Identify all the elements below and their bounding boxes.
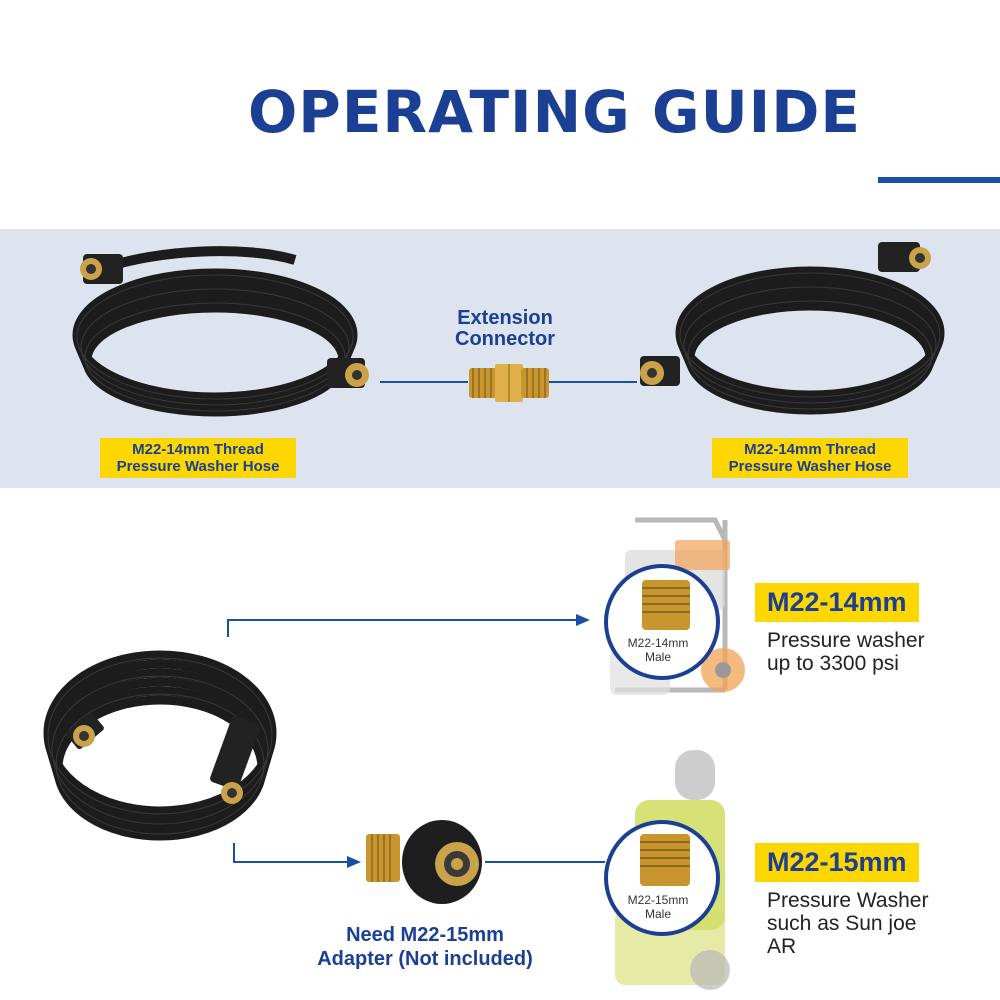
- left-connector-line: [380, 381, 468, 383]
- title-underline: [878, 177, 1000, 183]
- adapter-to-washer-line: [485, 861, 605, 863]
- page-title: OPERATING GUIDE: [248, 78, 862, 146]
- washer-2-inlet-zoom-circle: [602, 818, 722, 938]
- washer-1-spec-desc: Pressure washer up to 3300 psi: [767, 629, 925, 675]
- washer-2-spec-desc: Pressure Washer such as Sun joe AR: [767, 889, 929, 958]
- washer-2-circle-label: M22-15mm Male: [627, 893, 689, 921]
- adapter-note: Need M22-15mm Adapter (Not included): [317, 924, 533, 970]
- right-hose-image: [630, 238, 950, 428]
- bottom-hose-image: [40, 638, 290, 853]
- brass-connector-icon: [467, 362, 551, 404]
- washer-1-circle-label: M22-14mm Male: [627, 636, 689, 664]
- adapter-image: [362, 812, 487, 912]
- washer-1-inlet-zoom-circle: [602, 562, 722, 682]
- washer-2-spec-title: M22-15mm: [755, 843, 919, 882]
- lower-arrow-vertical: [233, 843, 235, 862]
- upper-arrowhead-icon: [576, 614, 590, 626]
- left-hose-label: M22-14mm Thread Pressure Washer Hose: [100, 438, 296, 478]
- upper-arrow-vertical: [227, 619, 229, 637]
- right-hose-label: M22-14mm Thread Pressure Washer Hose: [712, 438, 908, 478]
- lower-arrow-line: [233, 861, 351, 863]
- right-connector-line: [549, 381, 637, 383]
- lower-arrowhead-icon: [347, 856, 361, 868]
- washer-1-spec-title: M22-14mm: [755, 583, 919, 622]
- left-hose-image: [65, 240, 385, 430]
- extension-connector-label: Extension Connector: [455, 307, 555, 350]
- upper-arrow-line: [227, 619, 579, 621]
